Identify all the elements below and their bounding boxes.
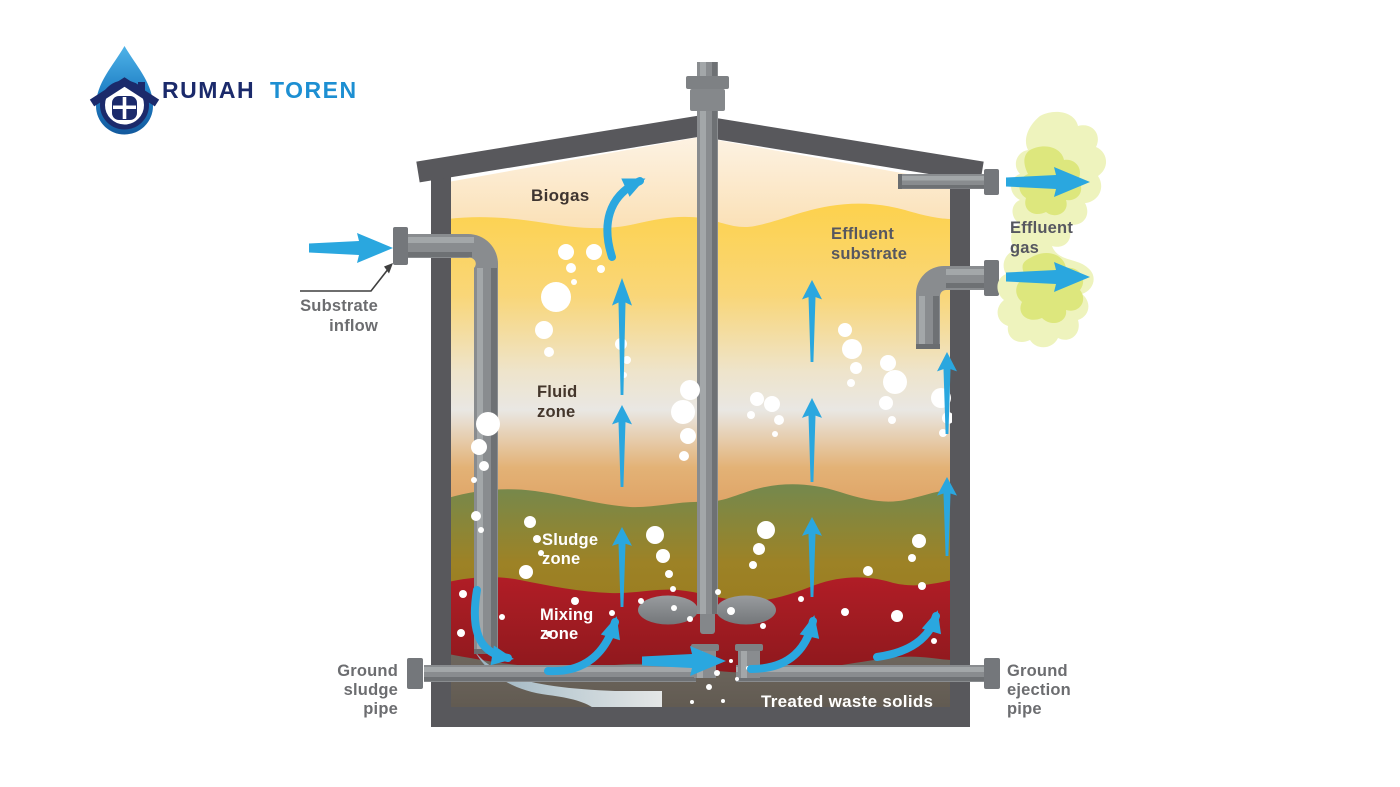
sludge-pipe-flange — [407, 658, 423, 689]
pour-stream — [474, 650, 662, 710]
label-effluent-substrate-2: substrate — [831, 245, 907, 263]
label-substrate-inflow-2: inflow — [329, 317, 378, 335]
water-drop-house-icon — [89, 46, 160, 135]
leader-arrowhead — [384, 263, 393, 274]
label-treated-waste-solids: Treated waste solids — [761, 692, 933, 711]
label-ground-ejection-pipe-1: Ground — [1007, 662, 1068, 680]
label-ground-ejection-pipe-3: pipe — [1007, 700, 1042, 718]
circulation-arrows — [470, 177, 941, 676]
inflow-flange — [393, 227, 408, 265]
tank-walls — [431, 165, 970, 727]
brand-name: RUMAH TOREN — [162, 77, 358, 103]
diagram-labels: Biogas Effluent substrate Effluent gas S… — [300, 186, 1073, 718]
label-fluid-zone-2: zone — [537, 403, 575, 421]
label-sludge-zone-1: Sludge — [542, 531, 598, 549]
label-ground-sludge-pipe-1: Ground — [337, 662, 398, 680]
inflow-arrow — [309, 233, 393, 263]
ejection-pipe-flange — [984, 658, 1000, 689]
brand-name-primary: RUMAH — [162, 77, 255, 103]
label-biogas: Biogas — [531, 186, 589, 205]
gas-bubbles — [457, 244, 952, 704]
brand-logo: RUMAH TOREN — [89, 46, 358, 135]
label-fluid-zone-1: Fluid — [537, 383, 577, 401]
label-sludge-zone-2: zone — [542, 550, 580, 568]
gas-outlet-flange — [984, 169, 999, 195]
label-substrate-inflow-1: Substrate — [300, 297, 378, 315]
effluent-gas-pipe — [898, 169, 999, 195]
effluent-outlet-pipe — [916, 260, 999, 349]
gas-cloud — [997, 111, 1107, 348]
label-mixing-zone-2: zone — [540, 625, 578, 643]
brand-name-secondary: TOREN — [270, 77, 358, 103]
outlet-flange — [984, 260, 999, 296]
label-effluent-substrate-1: Effluent — [831, 225, 894, 243]
ground-ejection-pipe — [735, 644, 1000, 689]
label-ground-sludge-pipe-3: pipe — [363, 700, 398, 718]
agitator-shaft-pipe — [686, 62, 729, 614]
label-mixing-zone-1: Mixing — [540, 606, 593, 624]
label-ground-sludge-pipe-2: sludge — [344, 681, 398, 699]
substrate-inflow-leader — [300, 263, 393, 292]
biogas-rise-arrow — [603, 177, 646, 261]
label-effluent-gas-1: Effluent — [1010, 219, 1073, 237]
label-effluent-gas-2: gas — [1010, 239, 1039, 257]
label-ground-ejection-pipe-2: ejection — [1007, 681, 1071, 699]
